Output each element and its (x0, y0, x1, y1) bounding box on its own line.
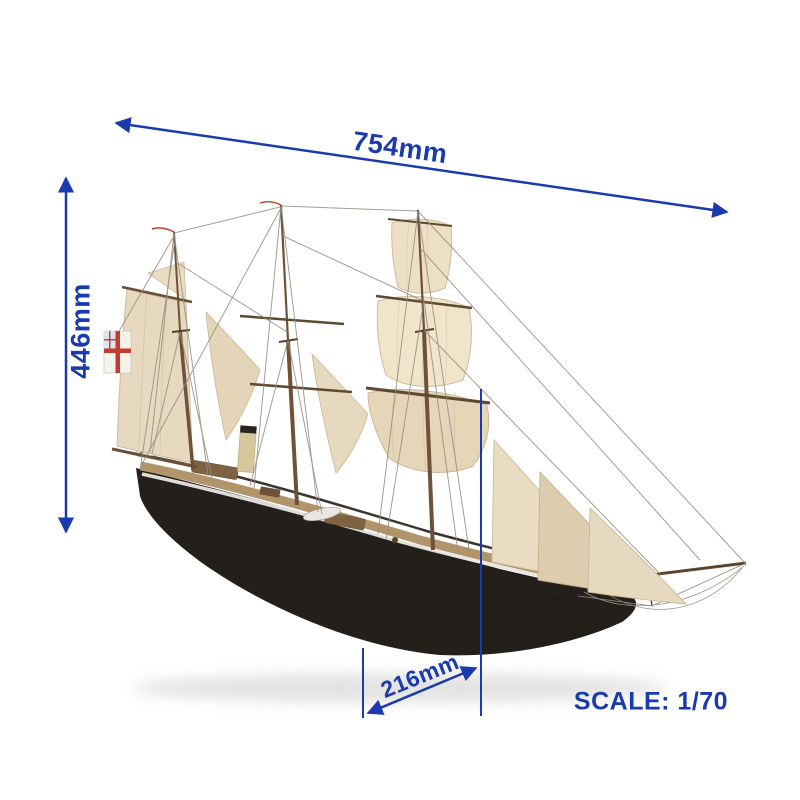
main-staysail (311, 352, 369, 474)
mizzen-gaff (121, 285, 193, 304)
dimension-line-width (114, 117, 729, 218)
fore-mast (422, 329, 435, 551)
dimension-line-beam (366, 666, 478, 715)
funnel (237, 425, 257, 473)
mizzen-staysail (205, 310, 261, 441)
mizzen-mast (178, 329, 195, 471)
capstan (392, 537, 398, 543)
anchor (552, 596, 560, 604)
main-mast (286, 339, 299, 506)
outer-jib (587, 506, 688, 605)
pennant (259, 200, 282, 206)
skylight (259, 486, 281, 498)
main-yard-lower (249, 382, 353, 394)
scale-label: SCALE: 1/70 (573, 687, 729, 716)
dimension-label-height: 446mm (65, 283, 96, 379)
fore-course-yard (365, 386, 491, 405)
mizzen-boom (111, 447, 198, 469)
rigging (117, 205, 747, 575)
main-yard-upper (239, 314, 345, 326)
dimension-overlay (57, 117, 729, 718)
pennant (151, 227, 175, 233)
ensign-flag (103, 330, 132, 374)
